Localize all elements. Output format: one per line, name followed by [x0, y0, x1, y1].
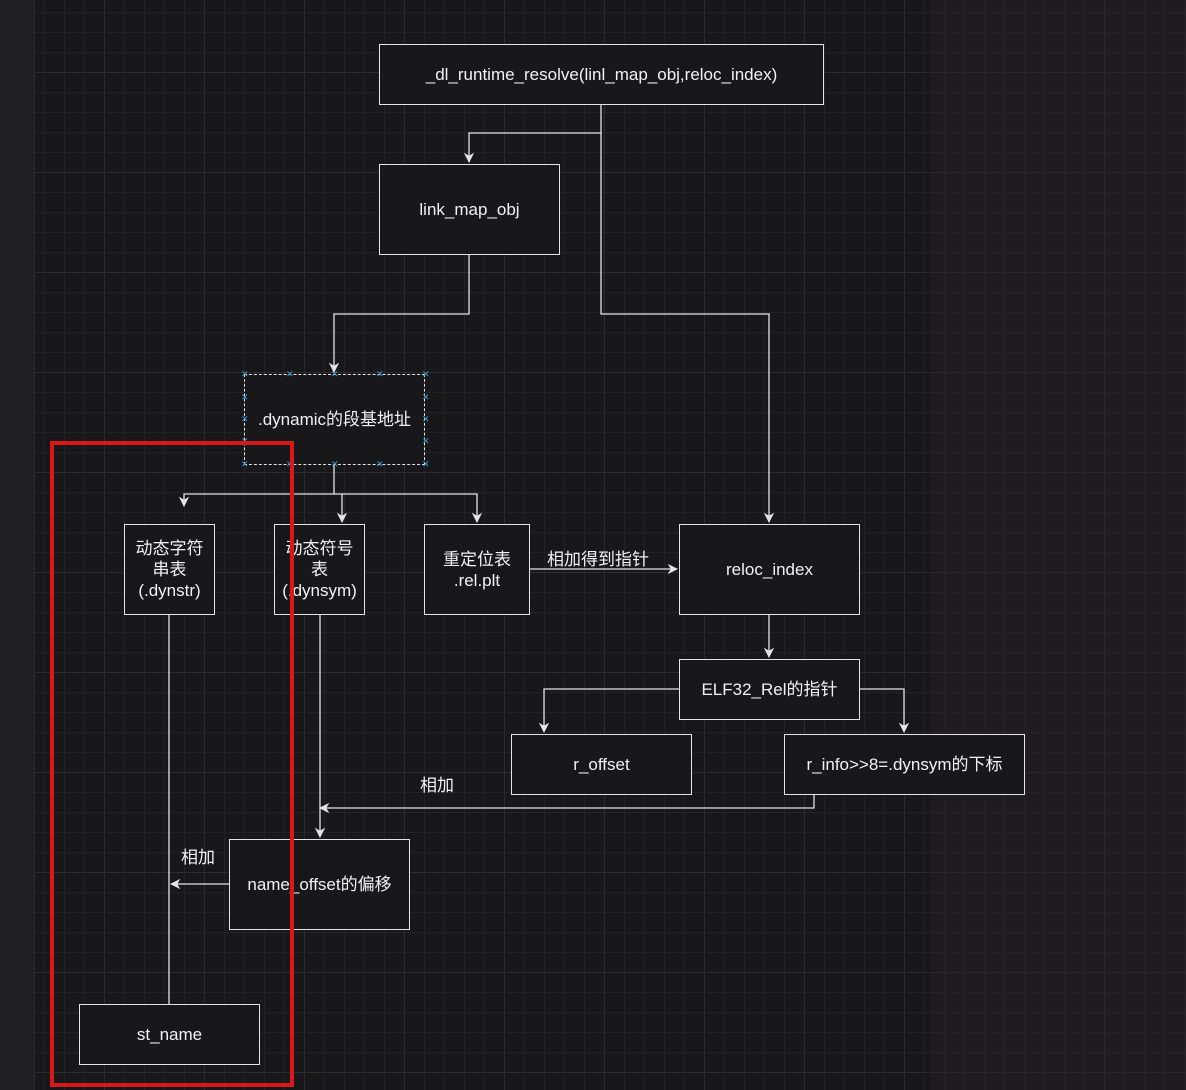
selection-handle-icon[interactable]: ✕	[286, 369, 294, 379]
node-link-map-obj[interactable]: link_map_obj	[379, 164, 560, 255]
node-st-name[interactable]: st_name	[79, 1004, 260, 1065]
edge-label-relplt-to-reloc[interactable]: 相加得到指针	[547, 550, 649, 569]
node-dynamic-base[interactable]: .dynamic的段基地址	[244, 374, 425, 465]
node-dynsym[interactable]: 动态符号 表 (.dynsym)	[274, 524, 365, 615]
selection-handle-icon[interactable]: ✕	[376, 459, 384, 469]
node-reloc-index[interactable]: reloc_index	[679, 524, 860, 615]
selection-handle-icon[interactable]: ✕	[241, 414, 249, 424]
edge-label-name-to-dynstr[interactable]: 相加	[181, 848, 215, 867]
node-label: link_map_obj	[419, 200, 520, 219]
node-label: st_name	[136, 1025, 203, 1044]
node-label: reloc_index	[726, 560, 813, 579]
edge-dynamic-to-dynsym[interactable]	[334, 493, 348, 524]
left-sidebar	[0, 0, 35, 1090]
selection-handle-icon[interactable]: ✕	[376, 369, 384, 379]
canvas-page-margin	[930, 0, 1186, 1090]
edge-elf32rel-to-roffset[interactable]	[538, 688, 679, 734]
edge-resolve-to-linkmap[interactable]	[463, 104, 602, 164]
selection-handle-icon[interactable]: ✕	[241, 392, 249, 402]
selection-handle-icon[interactable]: ✕	[331, 369, 339, 379]
selection-handle-icon[interactable]: ✕	[331, 459, 339, 469]
node-r-info[interactable]: r_info>>8=.dynsym的下标	[784, 734, 1025, 795]
node-elf32-rel[interactable]: ELF32_Rel的指针	[679, 659, 860, 720]
red-highlight-box	[50, 441, 294, 1087]
node-rel-plt[interactable]: 重定位表 .rel.plt	[424, 524, 530, 615]
node-dynstr[interactable]: 动态字符 串表 (.dynstr)	[124, 524, 215, 615]
node-label: ELF32_Rel的指针	[701, 680, 838, 699]
edge-dynamic-to-relplt[interactable]	[342, 493, 483, 524]
edge-linkmap-to-dynamic[interactable]	[328, 254, 470, 374]
edge-resolve-to-relocindex[interactable]	[600, 133, 775, 524]
selection-handle-icon[interactable]: ✕	[286, 459, 294, 469]
edge-dynamic-to-dynstr[interactable]	[178, 464, 335, 508]
node-label: r_offset	[573, 755, 630, 774]
node-label: 动态符号 表 (.dynsym)	[282, 539, 357, 600]
selection-handle-icon[interactable]: ✕	[422, 369, 430, 379]
selection-handle-icon[interactable]: ✕	[422, 436, 430, 446]
selection-handle-icon[interactable]: ✕	[241, 369, 249, 379]
edge-label-rinfo-to-dynsym[interactable]: 相加	[420, 776, 454, 795]
node-label: .dynamic的段基地址	[257, 410, 412, 429]
node-label: 重定位表 .rel.plt	[443, 549, 511, 590]
edge-elf32rel-to-rinfo[interactable]	[859, 688, 910, 734]
node-label: r_info>>8=.dynsym的下标	[806, 755, 1003, 774]
node-r-offset[interactable]: r_offset	[511, 734, 692, 795]
node-name-offset[interactable]: name_offset的偏移	[229, 839, 410, 930]
selection-handle-icon[interactable]: ✕	[241, 459, 249, 469]
node-label: 动态字符 串表 (.dynstr)	[135, 539, 204, 600]
node-dl-runtime-resolve[interactable]: _dl_runtime_resolve(linl_map_obj,reloc_i…	[379, 44, 824, 105]
node-label: _dl_runtime_resolve(linl_map_obj,reloc_i…	[425, 65, 778, 84]
diagram-canvas[interactable]	[35, 0, 1186, 1090]
edge-rinfo-to-dynsym-line[interactable]	[318, 794, 815, 814]
selection-handle-icon[interactable]: ✕	[422, 459, 430, 469]
selection-handle-icon[interactable]: ✕	[422, 392, 430, 402]
node-label: name_offset的偏移	[247, 875, 392, 894]
selection-handle-icon[interactable]: ✕	[422, 414, 430, 424]
